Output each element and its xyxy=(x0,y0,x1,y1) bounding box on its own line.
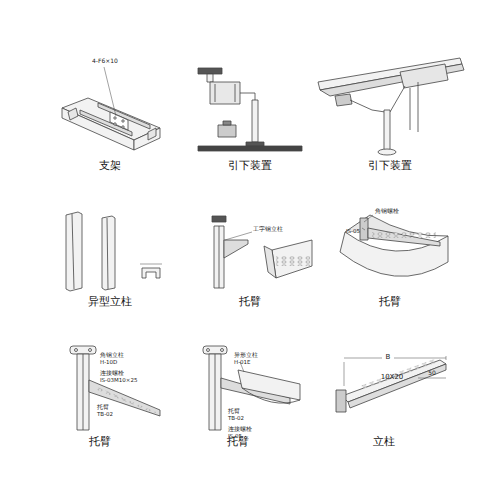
callout-text: H-01E xyxy=(234,359,251,365)
callout-text: 托臂 xyxy=(228,408,240,414)
callout-text: 4-F6×10 xyxy=(92,58,118,65)
callout-text: 角钢螺栓 xyxy=(375,208,399,214)
callout-text: 连接螺栓 xyxy=(228,426,252,432)
callout-text: H-10D xyxy=(100,359,117,365)
callout-text: 工字钢立柱 xyxy=(253,226,283,232)
caption: 托臂 xyxy=(379,296,401,308)
caption: 引下装置 xyxy=(368,160,412,172)
caption: 托臂 xyxy=(239,296,261,308)
cantilever-arm xyxy=(70,346,160,430)
callout-text: 连接螺栓 xyxy=(100,370,124,376)
callout-text: TB-02 xyxy=(97,411,113,417)
callout-text: IS-03M10×25 xyxy=(100,377,137,383)
bracket-arm xyxy=(340,215,448,276)
channel-post xyxy=(66,212,162,291)
caption: 异型立柱 xyxy=(88,296,132,308)
dimension: 50 xyxy=(428,370,436,377)
callout-text: IS-05 xyxy=(228,433,242,439)
caption: 立柱 xyxy=(373,436,395,448)
callout-text: 角钢立柱 xyxy=(100,352,124,358)
callout-text: 异形立柱 xyxy=(234,352,258,358)
callout-text: IS-05 xyxy=(346,228,360,234)
drop-device xyxy=(318,58,464,155)
caption: 支架 xyxy=(99,160,121,172)
dimension: B xyxy=(386,354,391,362)
dimension: 10X20 xyxy=(381,374,404,382)
arm-detail xyxy=(336,356,446,412)
caption: 引下装置 xyxy=(228,160,272,172)
callout-text: TB-02 xyxy=(228,415,244,421)
bracket-arm xyxy=(212,216,312,288)
caption: 托臂 xyxy=(89,436,111,448)
drop-device xyxy=(198,68,302,151)
callout-text: 托臂 xyxy=(97,404,109,410)
ladder-tray xyxy=(62,67,160,150)
cantilever-arm xyxy=(203,346,300,430)
